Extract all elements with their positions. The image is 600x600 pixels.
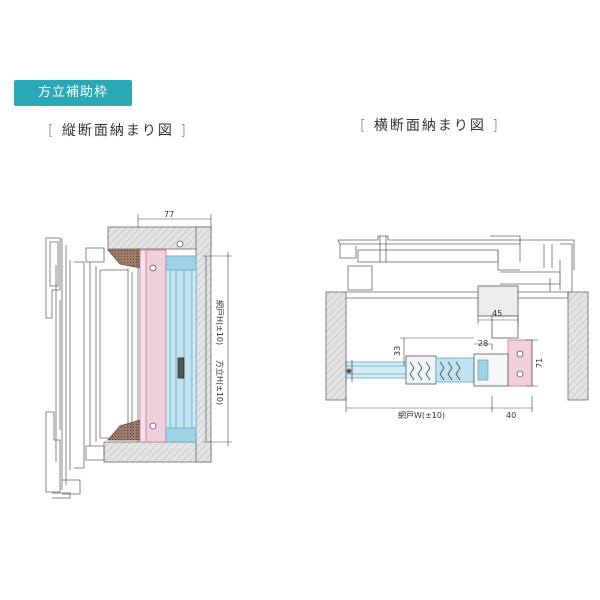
dim-71: 71 (535, 358, 544, 368)
bracket-close: ] (492, 118, 500, 134)
horizontal-section-title: 横断面納まり図 (373, 118, 486, 134)
bracket-close: ] (180, 123, 188, 139)
bottom-wall (103, 441, 212, 463)
screen-assembly (345, 353, 509, 387)
existing-sash-frame (45, 237, 128, 499)
mullion-post (477, 285, 519, 317)
bottom-seal (107, 419, 141, 441)
dim-screen-width: 網戸W(±10) (398, 410, 445, 420)
dim-77: 77 (164, 210, 174, 219)
section-badge: 方立補助枠 (14, 80, 132, 106)
auxiliary-frame-pink (145, 249, 167, 443)
horizontal-section-drawing (325, 235, 589, 412)
vertical-dimension-lines (137, 214, 232, 446)
vertical-section-drawing (45, 214, 232, 499)
dim-40: 40 (506, 411, 516, 420)
vertical-section-heading: [ 縦断面納まり図 ] (48, 120, 188, 140)
left-wall (325, 291, 347, 401)
dim-45: 45 (492, 309, 502, 318)
vertical-section-title: 縦断面納まり図 (61, 123, 174, 139)
dim-33: 33 (393, 346, 402, 356)
bracket-open: [ (360, 118, 368, 134)
right-wall (195, 226, 212, 463)
dim-mullion-height: 方立H(±10) (215, 360, 225, 405)
bracket-open: [ (48, 123, 56, 139)
horizontal-dimension-lines (345, 316, 538, 412)
horizontal-section-heading: [ 横断面納まり図 ] (360, 115, 500, 135)
auxiliary-frame-pink-h (507, 339, 533, 387)
dim-screen-height: 網戸H(±10) (215, 300, 225, 345)
top-seal (107, 249, 141, 269)
top-wall (107, 226, 212, 250)
right-wall-h (567, 291, 589, 401)
existing-frame-top (337, 235, 575, 299)
dim-28: 28 (478, 339, 488, 348)
